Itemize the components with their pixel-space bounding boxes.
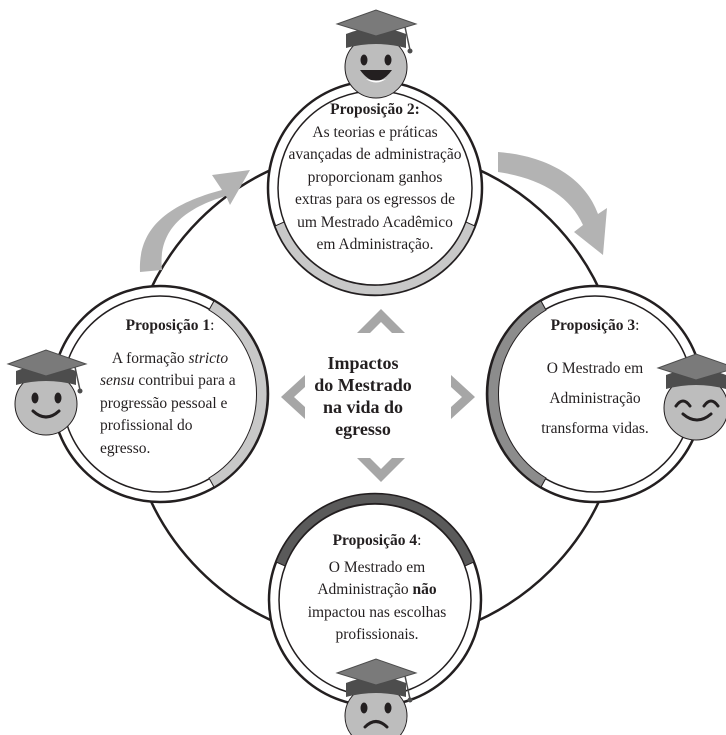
proposition-4-title: Proposição 4 (332, 532, 418, 549)
proposition-1-line-2-italic: sensu (100, 372, 135, 389)
proposition-2-line: em Administração. (316, 236, 434, 253)
proposition-4-heading: Proposição 4: (292, 530, 462, 553)
chevron-left-icon (281, 375, 305, 419)
proposition-4-colon: : (417, 532, 422, 549)
proposition-3-text: Proposição 3: O Mestrado em Administraçã… (525, 315, 665, 444)
proposition-2-line: As teorias e práticas (312, 123, 438, 141)
chevron-down-icon (357, 458, 405, 482)
center-title-line: na vida do (322, 397, 404, 417)
proposition-1-line-1-italic: stricto (188, 349, 229, 367)
proposition-1-colon: : (210, 317, 215, 334)
proposition-1-line: profissional do (100, 417, 193, 434)
proposition-4-text: Proposição 4: O Mestrado em Administraçã… (292, 530, 462, 647)
curved-arrow-left-icon (139, 170, 250, 272)
proposition-2-text: Proposição 2: As teorias e práticas avan… (270, 99, 480, 257)
proposition-2-line: proporcionam ganhos (307, 168, 443, 186)
proposition-4-line: Administração não (292, 579, 462, 602)
proposition-1-line: egresso. (100, 439, 151, 457)
proposition-1-circle (50, 284, 270, 504)
proposition-2-line: um Mestrado Acadêmico (297, 213, 453, 231)
proposition-1-heading: Proposição 1: (100, 315, 240, 338)
proposition-1-title: Proposição 1 (125, 317, 211, 334)
proposition-2-line: avançadas de administração (288, 146, 462, 163)
center-title-line: egresso (335, 419, 391, 439)
proposition-1-text: Proposição 1: A formação stricto sensu c… (100, 315, 240, 460)
chevron-up-icon (357, 309, 405, 333)
proposition-2-title: Proposição 2: (330, 101, 420, 118)
proposition-3-line: O Mestrado em (546, 359, 644, 377)
proposition-3-colon: : (635, 317, 640, 334)
proposition-4-line-2-bold: não (412, 581, 437, 598)
sad-face-icon (335, 658, 418, 735)
proposition-2-line: extras para os egressos de (294, 191, 456, 208)
proposition-4-circle (267, 492, 483, 708)
center-title-line: do Mestrado (314, 375, 412, 395)
proposition-1-line: sensu contribui para a (100, 370, 240, 393)
proposition-4-line: O Mestrado em (328, 558, 426, 576)
center-title: Impactos do Mestrado na vida do egresso (300, 352, 426, 440)
proposition-1-line-2: contribui para a (134, 372, 236, 389)
proposition-3-title: Proposição 3 (550, 317, 636, 334)
chevron-right-icon (451, 375, 475, 419)
smile-face-icon (6, 349, 88, 436)
proposition-3-line: Administração (549, 389, 641, 407)
proposition-3-line: transforma vidas. (541, 419, 649, 437)
laughing-face-icon (335, 9, 418, 99)
curved-arrow-right-icon (498, 152, 607, 255)
proposition-1-line: A formação stricto (100, 348, 240, 371)
proposition-3-heading: Proposição 3: (525, 315, 665, 338)
proposition-4-line: profissionais. (335, 626, 419, 643)
happy-face-icon (656, 353, 726, 441)
proposition-3-circle (485, 284, 705, 504)
proposition-4-line-2: Administração (317, 581, 413, 598)
center-title-line: Impactos (327, 353, 399, 373)
proposition-1-line-1: A formação (111, 349, 189, 367)
proposition-1-line: progressão pessoal e (100, 394, 228, 412)
proposition-2-circle (266, 79, 484, 297)
proposition-4-line: impactou nas escolhas (307, 603, 447, 621)
